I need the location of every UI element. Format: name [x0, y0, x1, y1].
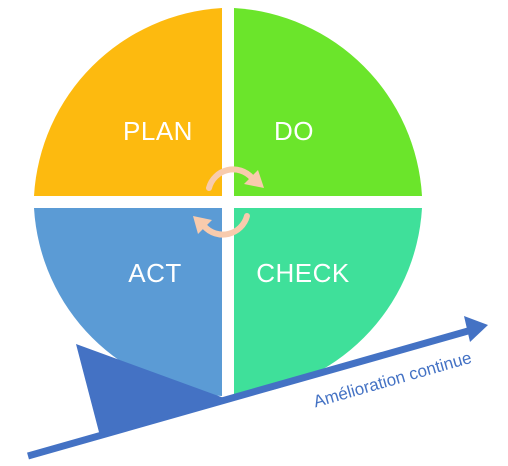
do-label: DO — [274, 116, 314, 146]
improvement-wedge — [76, 344, 224, 436]
circular-arrows-icon — [193, 166, 264, 238]
check-label: CHECK — [256, 258, 350, 288]
act-quadrant — [34, 208, 222, 396]
improvement-arrow — [27, 316, 488, 460]
do-quadrant — [234, 8, 422, 196]
plan-quadrant — [34, 8, 222, 196]
plan-label: PLAN — [123, 116, 193, 146]
act-label: ACT — [128, 258, 182, 288]
check-quadrant — [234, 208, 422, 396]
